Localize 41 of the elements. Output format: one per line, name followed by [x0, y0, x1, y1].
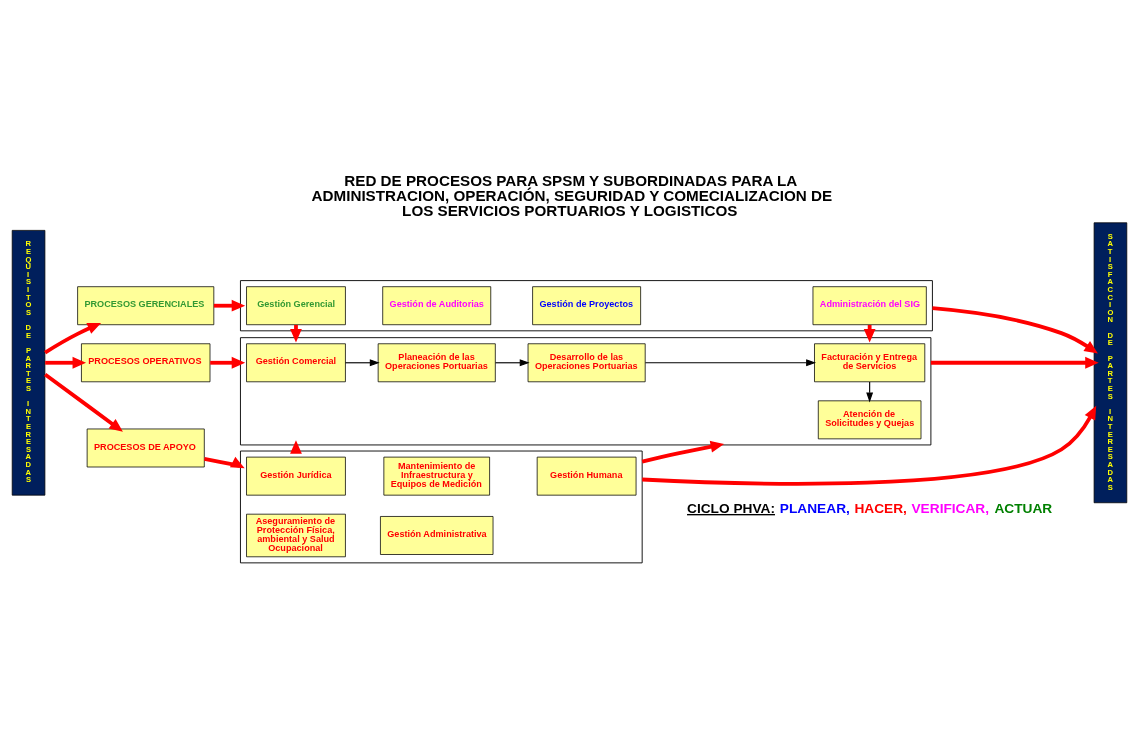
legend-label: VERIFICAR, [911, 500, 990, 516]
arrow [204, 456, 245, 469]
node-box: Aseguramiento de Protección Física, ambiental y Salud Ocupacional [246, 513, 346, 558]
diagram-title: RED DE PROCESOS PARA SPSM Y SUBORDINADAS PARA LA ADMINISTRACION, OPERACIÓN, SEGURIDAD Y COMECIALIZACION DE LOS SERVICIOS PORTUARIOS Y LOGISTICOS [311, 171, 833, 219]
node-box: Facturación y Entrega de Servicios [814, 343, 926, 383]
arrow [344, 359, 380, 367]
arrow [44, 322, 102, 355]
legend-label: ACTUAR [994, 500, 1053, 516]
arrow [45, 356, 87, 369]
legend-label: HACER, [854, 500, 907, 516]
node-box: Mantenimiento de Infraestructura y Equipos de Medición [383, 456, 490, 496]
node-box: Gestión Humana [536, 456, 637, 496]
cluster [240, 280, 933, 332]
cluster [240, 337, 932, 446]
arrow [932, 306, 1098, 354]
arrow [213, 299, 246, 312]
node-box: Gestión Administrativa [380, 516, 494, 555]
arrow [494, 359, 530, 367]
node-box: Atención de Solicitudes y Quejas [817, 400, 922, 440]
arrow [930, 356, 1099, 369]
arrow [44, 372, 123, 432]
arrow [644, 359, 817, 367]
node-box: Planeación de las Operaciones Portuarias [377, 343, 496, 383]
arrow [641, 440, 725, 464]
node-box: PROCESOS GERENCIALES [77, 286, 215, 326]
cluster [240, 450, 643, 564]
arrow [210, 356, 246, 369]
node-box: Gestión Gerencial [246, 286, 346, 326]
node-box: Administración del SIG [812, 286, 927, 326]
legend-label: PLANEAR, [779, 500, 850, 516]
node-box: PROCESOS OPERATIVOS [81, 343, 211, 383]
node-box: REQUISITOS DE PARTES INTERESADAS [11, 230, 46, 496]
node-box: Gestión de Auditorias [382, 286, 492, 326]
node-box: Gestión Jurídica [246, 456, 346, 496]
label: CICLO PHVA: [687, 500, 775, 516]
node-box: SATISFACCION DE PARTES INTERESADAS [1093, 222, 1128, 504]
node-box: Gestión de Proyectos [532, 286, 641, 326]
arrow [642, 405, 1097, 486]
node-box: Desarrollo de las Operaciones Portuarias [527, 343, 646, 383]
node-box: PROCESOS DE APOYO [86, 428, 205, 468]
node-box: Gestión Comercial [246, 343, 346, 383]
